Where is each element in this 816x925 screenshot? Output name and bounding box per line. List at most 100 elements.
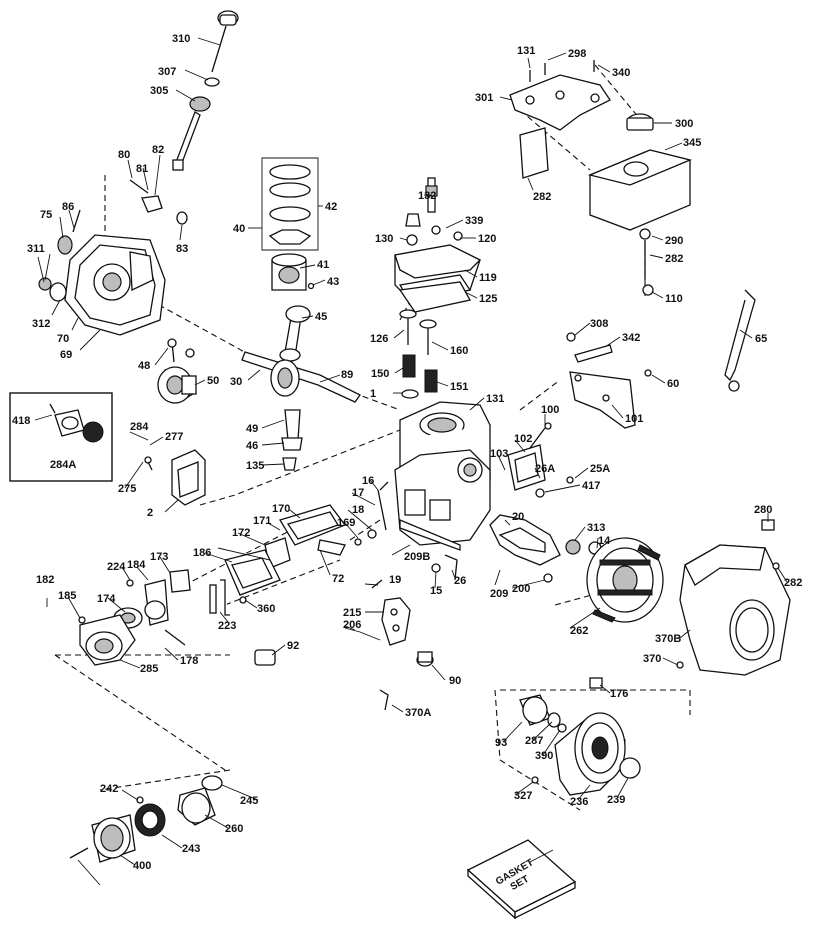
- callout: 126: [370, 333, 388, 345]
- callout: 125: [479, 293, 497, 305]
- callout: 41: [317, 259, 329, 271]
- callout: 418: [12, 415, 30, 427]
- callout: 345: [683, 137, 701, 149]
- air-filter-assembly: [69, 775, 223, 863]
- fuel-tank-assembly: [509, 60, 693, 296]
- callout: 300: [675, 118, 693, 130]
- callout: 287: [525, 735, 543, 747]
- callout: 298: [568, 48, 586, 60]
- callout: 275: [118, 483, 136, 495]
- callout: 224: [107, 561, 126, 573]
- callout: 169: [337, 517, 355, 529]
- callout: 160: [450, 345, 468, 357]
- callout: 92: [287, 640, 299, 652]
- callout: 290: [665, 235, 683, 247]
- callout: 48: [138, 360, 150, 372]
- callout: 130: [375, 233, 393, 245]
- callout: 15: [430, 585, 442, 597]
- callout: 131: [517, 45, 535, 57]
- callout: 215: [343, 607, 361, 619]
- callout: 280: [754, 504, 772, 516]
- callout: 400: [133, 860, 151, 872]
- callout: 19: [389, 574, 401, 586]
- callout: 80: [118, 149, 130, 161]
- callout: 119: [479, 272, 497, 284]
- callout: 185: [58, 590, 76, 602]
- callout: 65: [755, 333, 767, 345]
- callout: 209B: [404, 551, 430, 563]
- callout: 103: [490, 448, 508, 460]
- callout: 327: [514, 790, 532, 802]
- callout: 173: [150, 551, 168, 563]
- callout: 301: [475, 92, 493, 104]
- ignition-assembly: [354, 422, 602, 583]
- callout: 262: [570, 625, 588, 637]
- callout: 360: [257, 603, 275, 615]
- callout: 172: [232, 527, 250, 539]
- flywheel: [586, 537, 664, 623]
- callout: 282: [665, 253, 683, 265]
- muffler: [144, 449, 206, 506]
- crankshaft-assembly: [157, 305, 361, 471]
- callout: 178: [180, 655, 198, 667]
- callout: 20: [512, 511, 524, 523]
- callout: 242: [100, 783, 118, 795]
- cylinder-head: [394, 177, 482, 399]
- callout: 100: [541, 404, 559, 416]
- callout: 209: [490, 588, 508, 600]
- engine-block: [394, 401, 491, 551]
- callout: 17: [352, 487, 364, 499]
- crankcase-cover: [38, 179, 188, 336]
- callout: 26A: [535, 463, 555, 475]
- callout: 310: [172, 33, 190, 45]
- callout: 50: [207, 375, 219, 387]
- callout: 2: [147, 507, 153, 519]
- callout: 370: [643, 653, 661, 665]
- callout: 25A: [590, 463, 610, 475]
- callout: 101: [625, 413, 643, 425]
- callout: 200: [512, 583, 530, 595]
- callout: 390: [535, 750, 553, 762]
- callout-labels: 310 307 305 80 81 82 86 75 83 311 312 70…: [12, 33, 802, 872]
- callout: 89: [341, 369, 353, 381]
- callout: 182: [36, 574, 54, 586]
- callout: 16: [362, 475, 374, 487]
- callout: 284A: [50, 459, 76, 471]
- callout: 186: [193, 547, 211, 559]
- callout: 14: [598, 535, 611, 547]
- carburetor-assembly: [78, 504, 347, 666]
- callout: 120: [478, 233, 496, 245]
- callout: 70: [57, 333, 69, 345]
- callout: 339: [465, 215, 483, 227]
- callout: 340: [612, 67, 630, 79]
- callout: 135: [246, 460, 264, 472]
- callout: 284: [130, 421, 149, 433]
- callout: 72: [332, 573, 344, 585]
- callout: 131: [486, 393, 504, 405]
- callout: 236: [570, 796, 588, 808]
- callout: 60: [667, 378, 679, 390]
- callout: 26: [454, 575, 466, 587]
- callout: 49: [246, 423, 258, 435]
- callout: 171: [253, 515, 271, 527]
- callout: 174: [97, 593, 116, 605]
- callout: 370A: [405, 707, 431, 719]
- callout: 184: [127, 559, 146, 571]
- governor-lever: [344, 579, 434, 711]
- blower-housing: [589, 519, 791, 689]
- callout: 30: [230, 376, 242, 388]
- callout: 305: [150, 85, 168, 97]
- callout: 102: [514, 433, 532, 445]
- callout: 307: [158, 66, 176, 78]
- callout: 277: [165, 431, 183, 443]
- callout: 151: [450, 381, 468, 393]
- callout: 170: [272, 503, 290, 515]
- gasket-set-book: GASKET SET: [466, 839, 577, 920]
- callout: 40: [233, 223, 245, 235]
- callout: 75: [40, 209, 52, 221]
- callout: 45: [315, 311, 327, 323]
- callout: 82: [152, 144, 164, 156]
- callout: 223: [218, 620, 236, 632]
- callout: 43: [327, 276, 339, 288]
